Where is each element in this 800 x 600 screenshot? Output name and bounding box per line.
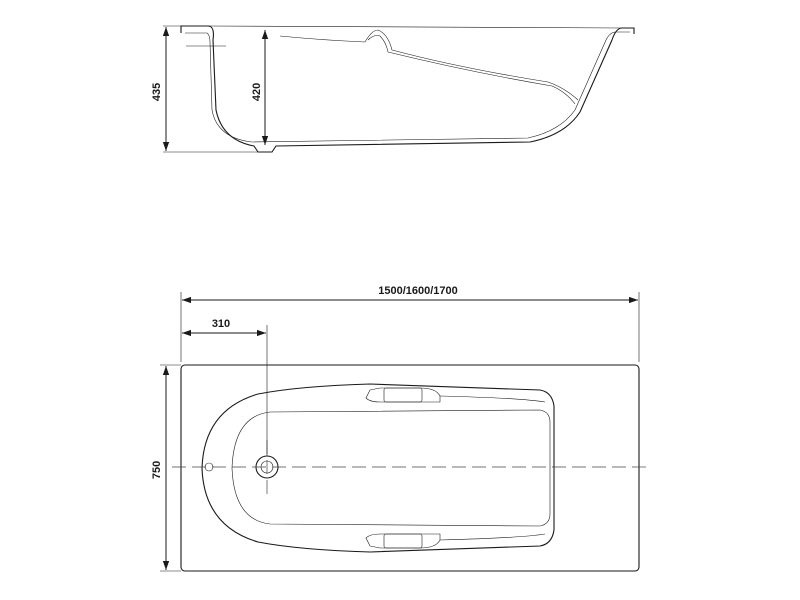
top-view-basin [201, 383, 555, 553]
overflow-hole [204, 462, 214, 472]
side-view-inner-shell [185, 31, 630, 143]
side-view: 435 420 [151, 25, 635, 153]
dim-label-310: 310 [212, 318, 230, 330]
dim-label-length: 1500/1600/1700 [378, 285, 458, 297]
top-view-floor [231, 409, 551, 527]
side-view-rim [207, 25, 623, 29]
dim-label-435: 435 [151, 83, 163, 101]
dim-label-420: 420 [251, 83, 263, 101]
top-view: 1500/1600/1700 310 750 [151, 285, 652, 572]
side-view-tub-profile [180, 25, 635, 153]
top-view-handle-bottom [365, 533, 441, 549]
side-view-backrest [279, 29, 579, 101]
dim-label-750: 750 [151, 461, 163, 479]
side-view-backrest-inner [367, 35, 576, 105]
top-view-handle-top [365, 387, 441, 403]
top-view-outer-rim [180, 364, 640, 572]
